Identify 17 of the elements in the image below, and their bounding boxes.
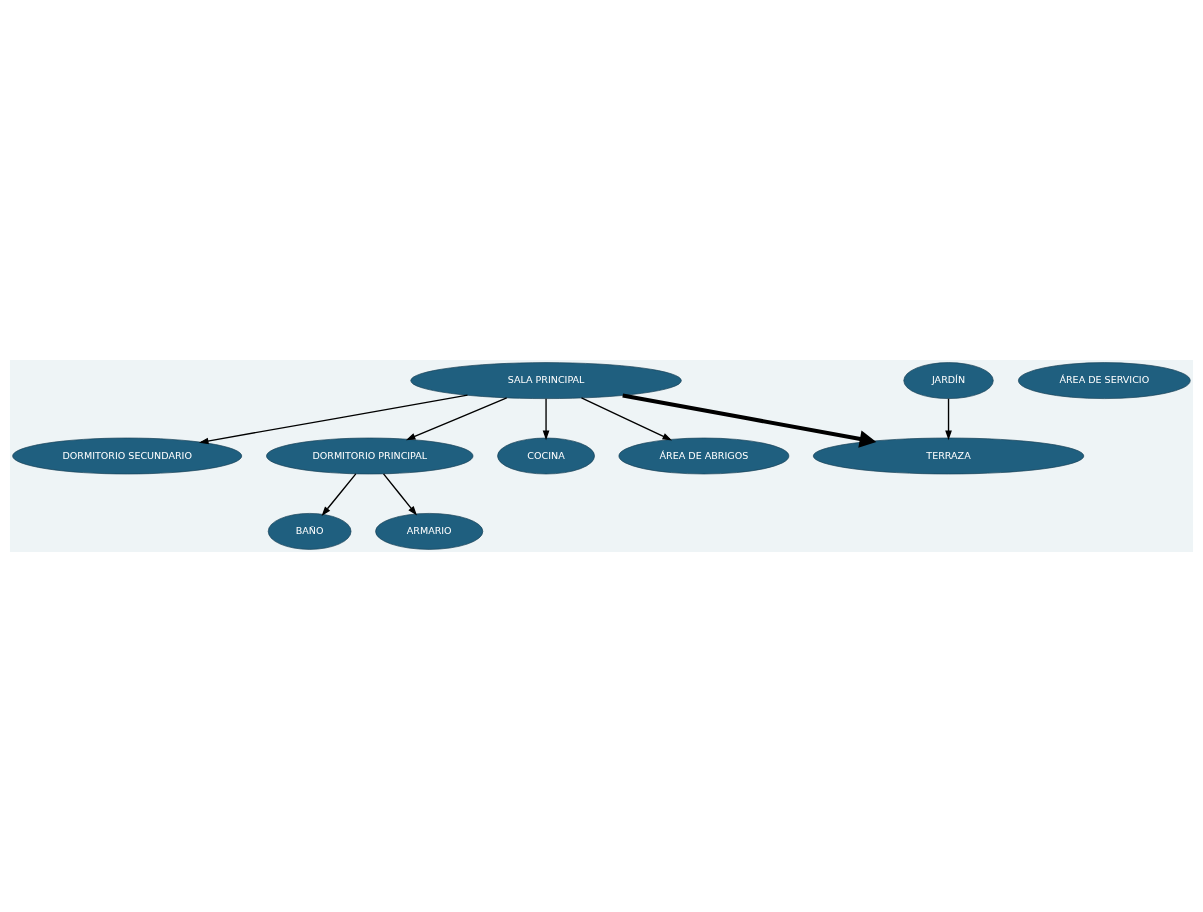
node-ellipse: COCINA	[497, 437, 595, 475]
node-ellipse: ÁREA DE ABRIGOS	[618, 437, 790, 475]
arrow	[622, 393, 877, 448]
node-ellipse: SALA PRINCIPAL	[410, 362, 682, 399]
node-ellipse: TERRAZA	[812, 437, 1085, 475]
node-ellipse: ARMARIO	[375, 513, 484, 550]
node-ellipse: ÁREA DE SERVICIO	[1018, 362, 1191, 399]
arrow	[198, 394, 469, 445]
node-ellipse: JARDÍN	[903, 362, 994, 399]
arrow	[945, 397, 952, 441]
arrow	[580, 397, 673, 441]
arrow	[382, 473, 417, 516]
node-ellipse: DORMITORIO PRINCIPAL	[266, 437, 474, 475]
arrow	[405, 397, 508, 441]
arrow	[321, 473, 357, 516]
node-ellipse: BAÑO	[267, 513, 352, 550]
arrow	[542, 397, 550, 441]
